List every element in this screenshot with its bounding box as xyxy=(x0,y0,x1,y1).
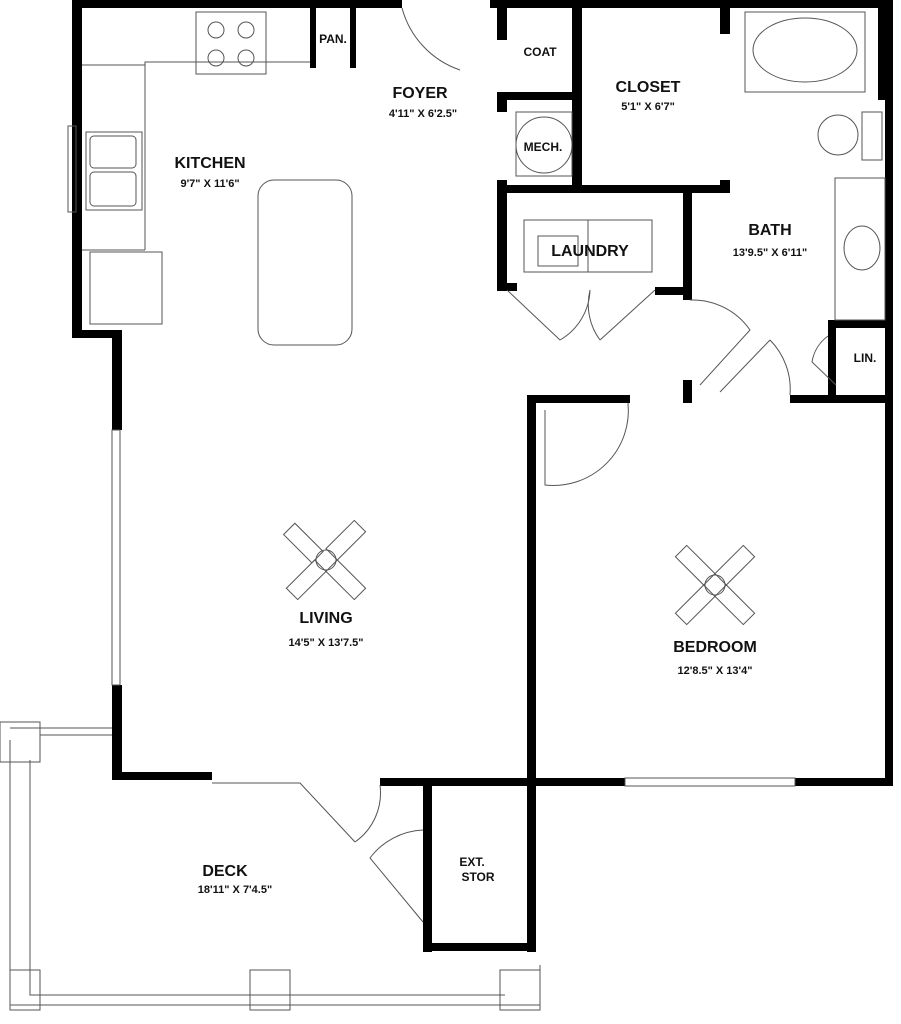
foyer-label: FOYER xyxy=(392,85,448,102)
refrigerator-icon xyxy=(89,251,163,325)
living-dims: 14'5" X 13'7.5" xyxy=(289,637,364,649)
ext-stor-label-line2: STOR xyxy=(461,870,494,884)
closet-label: CLOSET xyxy=(616,79,681,96)
deck-post xyxy=(499,969,541,1011)
foyer-dims: 4'11" X 6'2.5" xyxy=(389,108,457,120)
bath-dims: 13'9.5" X 6'11" xyxy=(733,247,807,259)
bath-label: BATH xyxy=(748,222,791,239)
deck-post xyxy=(0,721,41,763)
vanity-icon xyxy=(834,177,886,321)
living-label: LIVING xyxy=(299,610,352,627)
toilet-icon xyxy=(817,114,859,156)
living-ceiling-fan-icon xyxy=(282,519,367,601)
kitchen-island xyxy=(257,179,353,346)
kitchen-sink-icon xyxy=(85,131,143,211)
walls xyxy=(72,0,893,952)
laundry-label: LAUNDRY xyxy=(551,243,629,260)
mech-label: MECH. xyxy=(524,140,563,154)
bedroom-dims: 12'8.5" X 13'4" xyxy=(678,665,753,677)
deck-post xyxy=(9,969,41,1011)
deck-dims: 18'11" X 7'4.5" xyxy=(198,884,272,896)
bedroom-ceiling-fan-icon xyxy=(674,544,756,626)
linen-label: LIN. xyxy=(854,351,877,365)
bathtub-icon xyxy=(744,11,866,93)
pantry-label: PAN. xyxy=(319,32,347,46)
deck-post xyxy=(249,969,291,1011)
bedroom-label: BEDROOM xyxy=(673,639,757,656)
bedroom-window xyxy=(624,777,796,787)
deck-label: DECK xyxy=(202,863,248,880)
living-window xyxy=(111,429,121,686)
stove-icon xyxy=(195,11,267,75)
closet-dims: 5'1" X 6'7" xyxy=(621,101,675,113)
kitchen-label: KITCHEN xyxy=(174,155,245,172)
ext-stor-label-line1: EXT. xyxy=(459,855,484,869)
coat-label: COAT xyxy=(523,45,557,59)
kitchen-dims: 9'7" X 11'6" xyxy=(180,178,239,190)
fixtures xyxy=(0,7,886,1011)
entry-door-swing xyxy=(401,7,461,71)
room-labels: KITCHEN 9'7" X 11'6" PAN. FOYER 4'11" X … xyxy=(174,32,876,896)
